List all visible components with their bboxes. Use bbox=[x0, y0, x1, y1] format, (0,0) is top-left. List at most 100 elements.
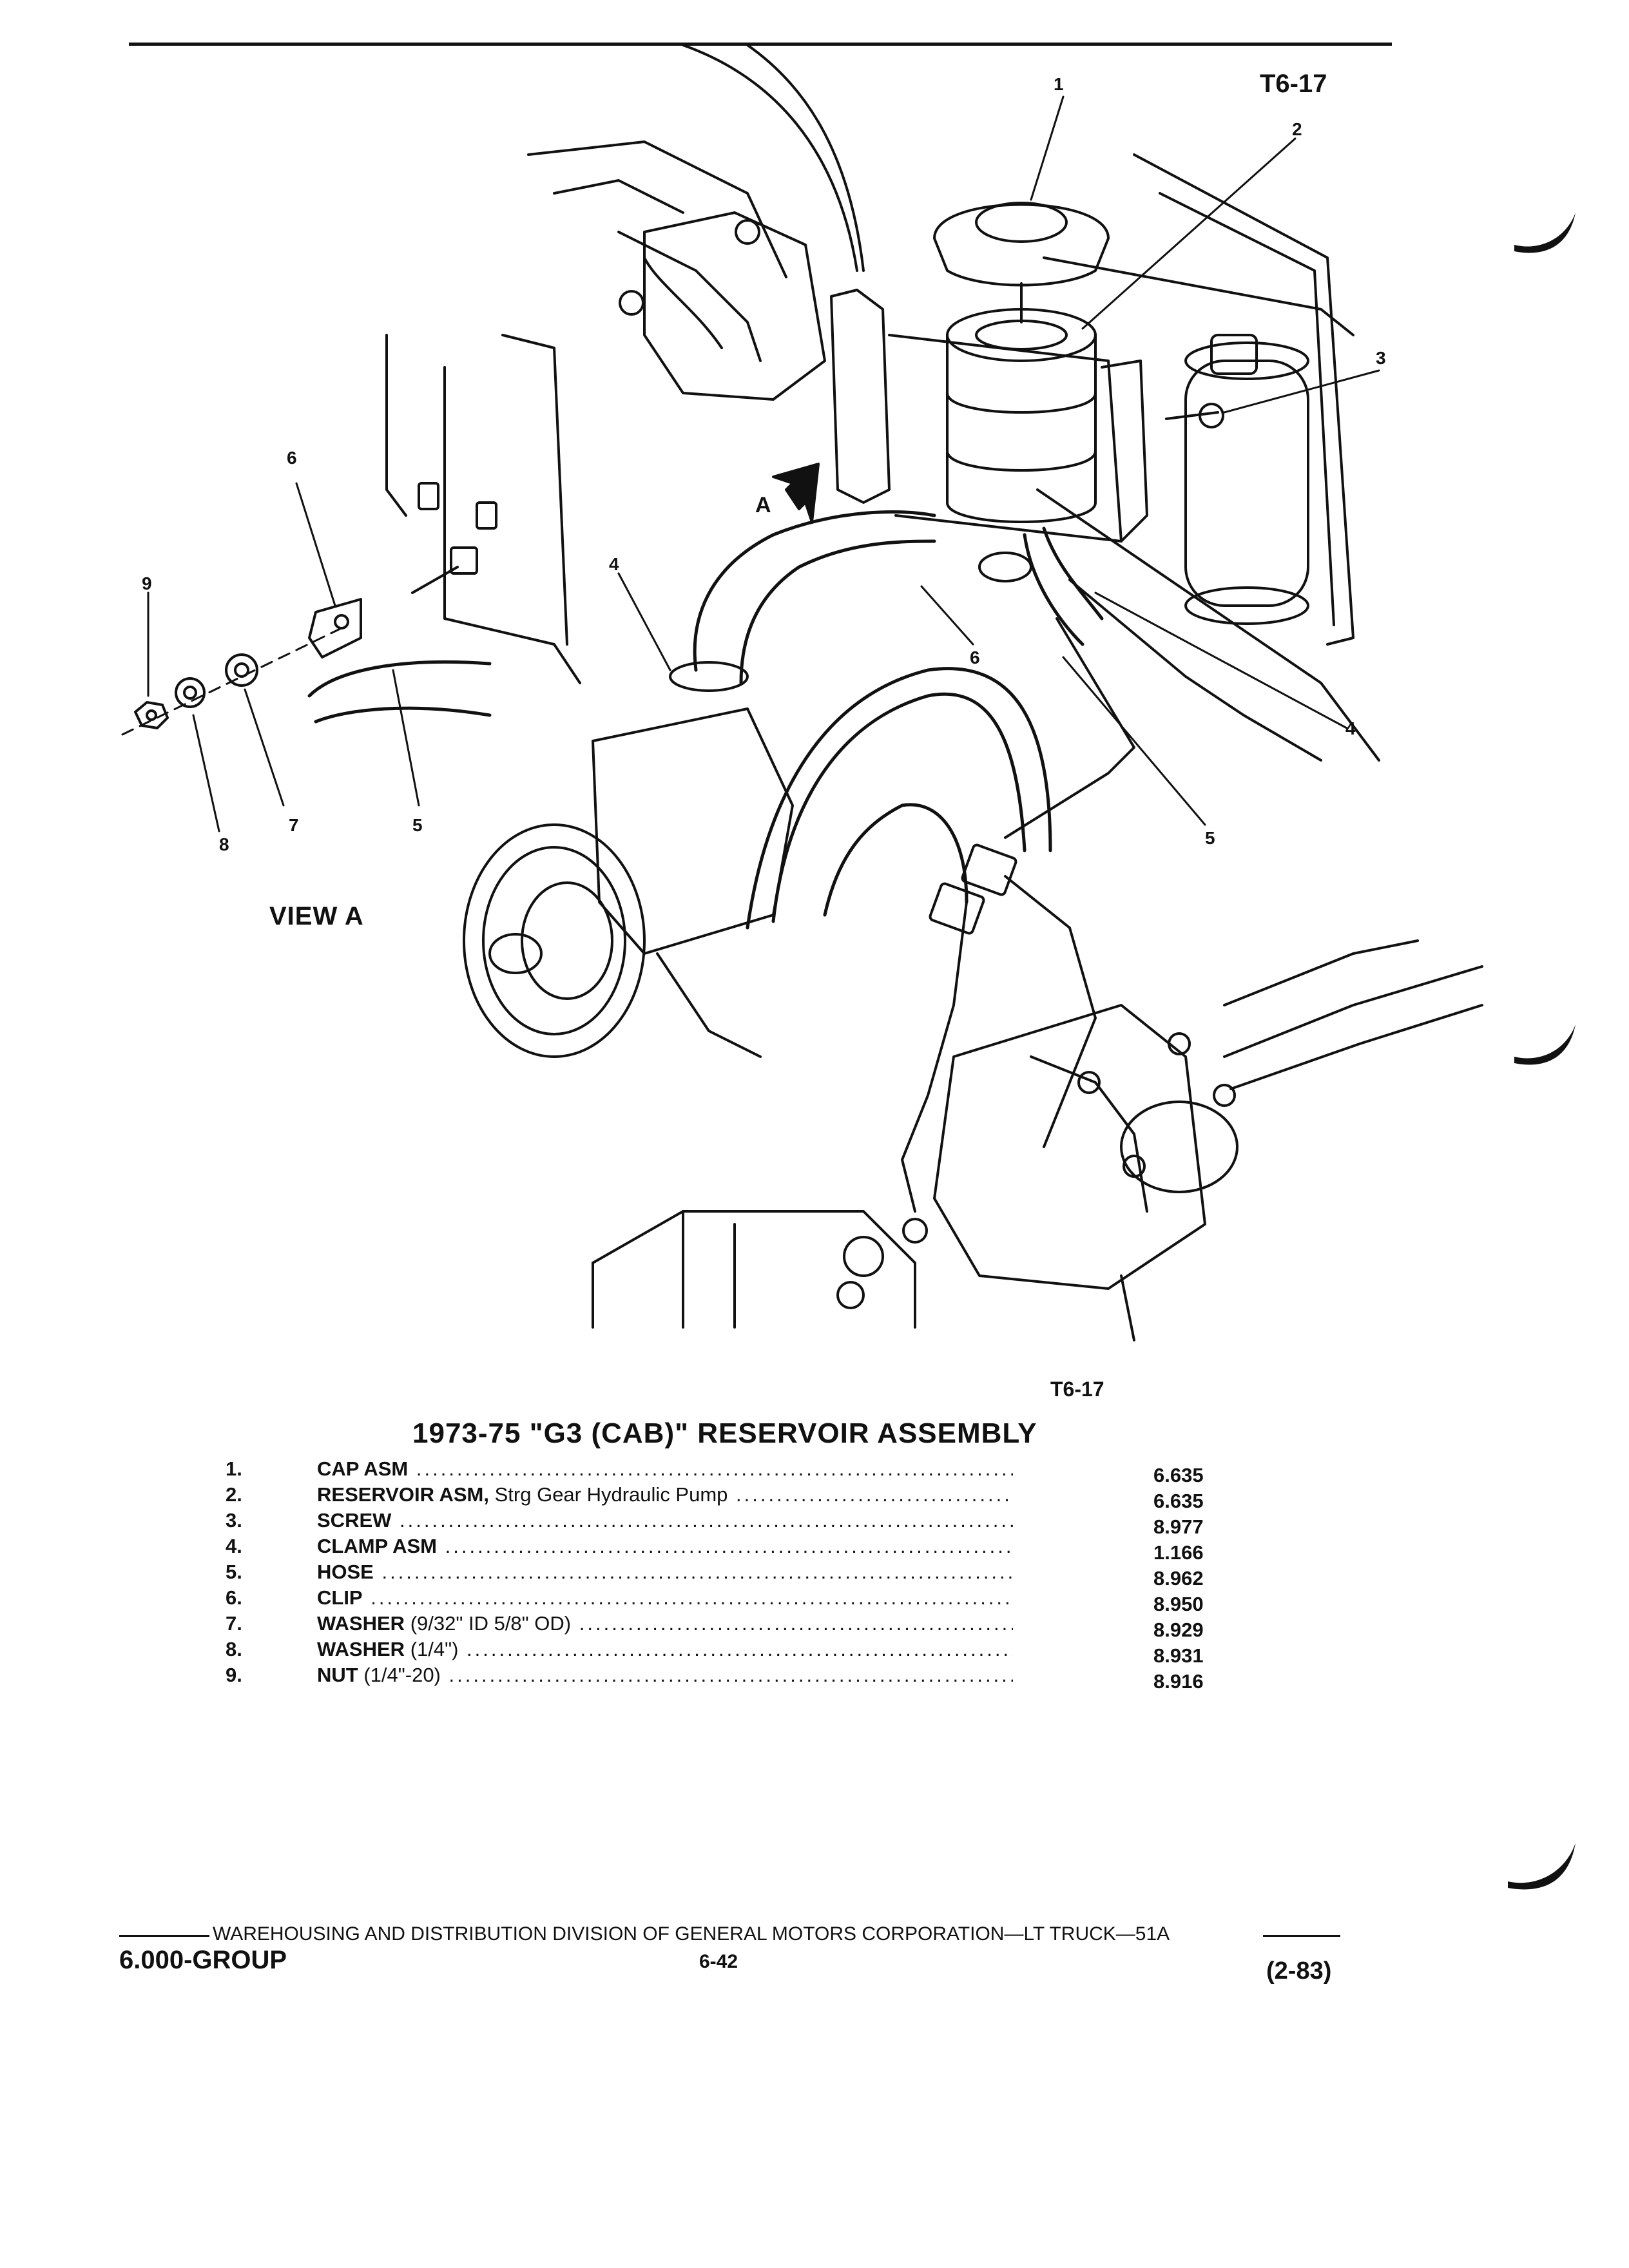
binder-mark bbox=[1514, 213, 1576, 253]
view-a-clip-hole bbox=[334, 614, 349, 629]
crossmember bbox=[592, 1210, 916, 1329]
hard-line bbox=[1004, 617, 1135, 839]
part-group-code: 8.950 bbox=[1153, 1593, 1204, 1615]
footer-rule-left bbox=[119, 1935, 209, 1937]
part-group-code: 8.929 bbox=[1153, 1619, 1204, 1641]
reservoir-band bbox=[946, 392, 1097, 414]
pressure-line bbox=[771, 692, 1027, 923]
callout-7: 7 bbox=[289, 815, 299, 835]
part-detail: (1/4"-20) bbox=[358, 1664, 441, 1686]
binder-mark bbox=[1508, 1843, 1576, 1890]
crossmember-bolt bbox=[843, 1236, 884, 1277]
hose-clamp bbox=[978, 552, 1032, 582]
leader-7 bbox=[244, 688, 285, 807]
frame-rail bbox=[1036, 488, 1380, 762]
figure-code-top: T6-17 bbox=[1260, 70, 1327, 98]
leader-5-left bbox=[392, 669, 420, 807]
callout-9: 9 bbox=[142, 573, 152, 593]
engine-block-outline bbox=[527, 140, 787, 278]
leader-dots: ........................................… bbox=[736, 1483, 1013, 1506]
callout-4-left: 4 bbox=[609, 554, 619, 574]
outlet-hose bbox=[1023, 533, 1084, 646]
leader-3 bbox=[1223, 369, 1380, 414]
part-number: 5. bbox=[226, 1561, 242, 1583]
leader-8 bbox=[192, 714, 220, 832]
frame-lower bbox=[1223, 939, 1419, 1006]
part-description: SCREW ..................................… bbox=[317, 1509, 1013, 1532]
frame-rail bbox=[1043, 256, 1354, 336]
part-name: CAP ASM bbox=[317, 1457, 409, 1480]
frame-lower bbox=[1120, 1274, 1135, 1341]
part-description: WASHER (1/4") ..........................… bbox=[317, 1638, 1013, 1661]
footer-rule-right bbox=[1263, 1935, 1340, 1937]
pump-pulley bbox=[521, 881, 613, 1000]
stud-block bbox=[476, 501, 497, 530]
leader-5-right bbox=[1062, 656, 1206, 826]
leader-dots: ........................................… bbox=[467, 1638, 1013, 1660]
panel-line bbox=[443, 366, 581, 684]
line-fitting bbox=[961, 843, 1017, 896]
part-description: CAP ASM ................................… bbox=[317, 1457, 1013, 1481]
view-a-hose bbox=[314, 706, 492, 724]
callout-4-right: 4 bbox=[1345, 718, 1356, 738]
parts-list-title: 1973-75 "G3 (CAB)" RESERVOIR ASSEMBLY bbox=[412, 1418, 1037, 1449]
leader-dots: ........................................… bbox=[400, 1509, 1013, 1532]
view-a-hose bbox=[307, 660, 492, 698]
callout-5-left: 5 bbox=[412, 815, 423, 835]
part-number: 9. bbox=[226, 1664, 242, 1686]
part-detail: (1/4") bbox=[405, 1638, 459, 1660]
screw bbox=[1165, 411, 1219, 420]
part-group-code: 6.635 bbox=[1153, 1464, 1204, 1486]
pressure-line bbox=[823, 803, 969, 917]
pump-pulley-hub bbox=[488, 933, 543, 974]
leader-4-right bbox=[1094, 591, 1348, 729]
engine-block-outline bbox=[553, 179, 684, 214]
part-name: WASHER bbox=[317, 1638, 405, 1660]
part-name: CLIP bbox=[317, 1586, 363, 1609]
leader-6-left bbox=[295, 482, 336, 607]
part-name: WASHER bbox=[317, 1612, 405, 1635]
part-description: RESERVOIR ASM, Strg Gear Hydraulic Pump … bbox=[317, 1483, 1013, 1506]
leader-dots: ........................................… bbox=[371, 1586, 1013, 1609]
stud bbox=[411, 566, 459, 594]
leader-dots: ........................................… bbox=[445, 1535, 1013, 1557]
callout-6-right: 6 bbox=[970, 648, 980, 668]
part-description: CLAMP ASM ..............................… bbox=[317, 1535, 1013, 1558]
callout-1: 1 bbox=[1054, 74, 1064, 94]
bracket bbox=[830, 289, 891, 504]
top-rule bbox=[129, 43, 1392, 46]
view-a-lockwasher bbox=[183, 686, 197, 700]
figure-code-bottom: T6-17 bbox=[1050, 1378, 1104, 1401]
parts-row: 5. HOSE ................................… bbox=[226, 1561, 1231, 1590]
footer-date: (2-83) bbox=[1266, 1957, 1332, 1984]
part-group-code: 8.916 bbox=[1153, 1670, 1204, 1693]
part-name: CLAMP ASM bbox=[317, 1535, 437, 1557]
gear-flange bbox=[1120, 1100, 1239, 1193]
callout-5-right: 5 bbox=[1205, 828, 1215, 848]
part-name: SCREW bbox=[317, 1509, 392, 1532]
leader-2 bbox=[1081, 137, 1296, 330]
panel-line bbox=[385, 334, 407, 517]
screw-head bbox=[1199, 403, 1224, 428]
gear-bolt bbox=[1168, 1032, 1191, 1055]
part-group-code: 1.166 bbox=[1153, 1541, 1204, 1564]
parts-row: 9. NUT (1/4"-20) .......................… bbox=[226, 1664, 1231, 1693]
part-description: WASHER (9/32" ID 5/8" OD) ..............… bbox=[317, 1612, 1013, 1635]
part-description: CLIP ...................................… bbox=[317, 1586, 1013, 1610]
steering-line bbox=[617, 231, 762, 362]
arrow-label-a: A bbox=[755, 493, 771, 517]
parts-row: 3. SCREW ...............................… bbox=[226, 1509, 1231, 1538]
leader-4-left bbox=[617, 572, 671, 671]
crossmember-bolt bbox=[836, 1281, 865, 1309]
part-name: RESERVOIR ASM, bbox=[317, 1483, 489, 1506]
footer-page-number: 6-42 bbox=[699, 1951, 738, 1972]
part-group-code: 6.635 bbox=[1153, 1490, 1204, 1512]
frame-rail bbox=[1068, 579, 1322, 762]
gear-bolt bbox=[1213, 1084, 1236, 1107]
leader-dots: ........................................… bbox=[448, 1664, 1014, 1686]
booster-nut bbox=[1210, 334, 1258, 375]
binder-mark bbox=[1514, 1024, 1576, 1065]
part-number: 8. bbox=[226, 1638, 242, 1660]
pump-pulley bbox=[482, 846, 626, 1035]
parts-row: 7. WASHER (9/32" ID 5/8" OD) ...........… bbox=[226, 1612, 1231, 1641]
